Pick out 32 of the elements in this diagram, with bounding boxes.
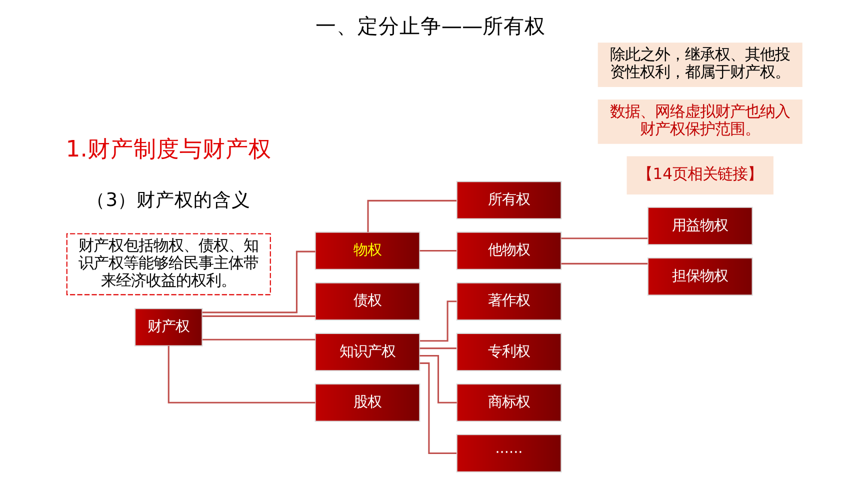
label: 财产权包括物权、债权、知识产权等能够给民事主体带来经济收益的权利。 xyxy=(78,236,258,290)
label: （3）财产权的含义 xyxy=(86,190,250,211)
connector xyxy=(560,262,648,264)
connector xyxy=(202,315,315,317)
node-box: ······ xyxy=(456,434,562,472)
node-box: 债权 xyxy=(314,282,420,320)
connector xyxy=(419,250,456,252)
node-box: 专利权 xyxy=(456,332,562,372)
connector xyxy=(202,338,315,340)
node-box: 著作权 xyxy=(456,282,562,320)
node-box: 知识产权 xyxy=(314,332,420,372)
node-box: 用益物权 xyxy=(646,206,752,246)
connector xyxy=(560,238,648,240)
label: 1.财产制度与财产权 xyxy=(65,136,271,162)
node-box: 商标权 xyxy=(456,384,562,422)
label: 除此之外，继承权、其他投资性权利，都属于财产权。 xyxy=(610,46,790,82)
connector xyxy=(420,300,456,342)
node-box: 财产权 xyxy=(134,308,202,346)
node-box: 所有权 xyxy=(456,181,562,220)
node-box: 股权 xyxy=(314,384,420,422)
connector xyxy=(366,200,456,232)
connector xyxy=(167,346,315,404)
connector xyxy=(202,250,315,314)
node-box: 担保物权 xyxy=(646,258,752,296)
connector xyxy=(419,348,456,350)
connector xyxy=(419,362,456,454)
label: 数据、网络虚拟财产也纳入财产权保护范围。 xyxy=(610,102,790,138)
label: 【14页相关链接】 xyxy=(637,164,762,183)
node-box: 物权 xyxy=(314,232,420,270)
diagram-title: 一、定分止争——所有权 xyxy=(314,14,546,38)
node-box: 他物权 xyxy=(456,232,562,270)
connector xyxy=(419,354,456,404)
